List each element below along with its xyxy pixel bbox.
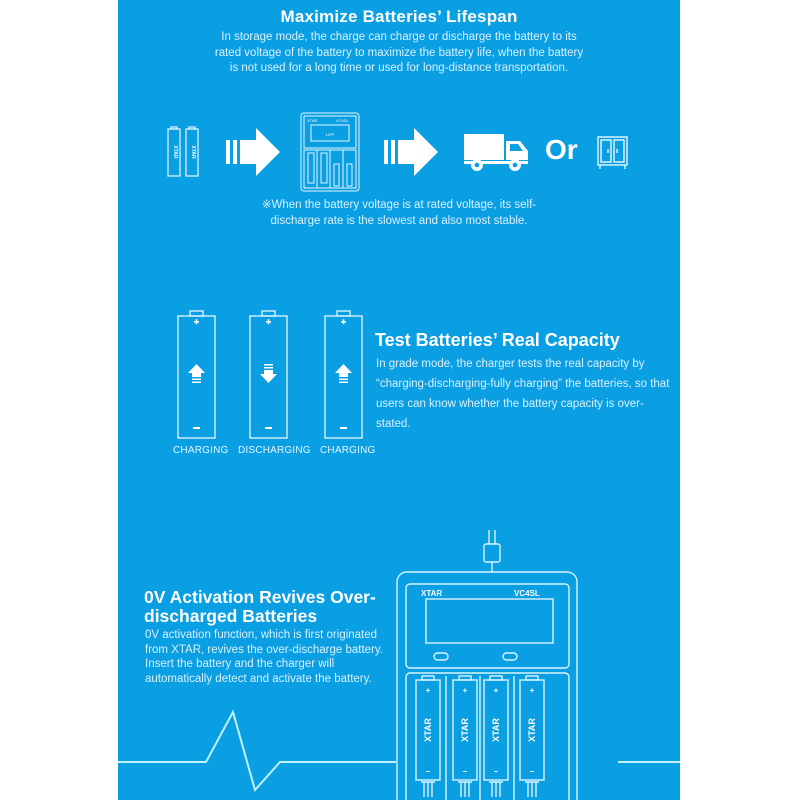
- svg-text:XTAR: XTAR: [460, 718, 470, 742]
- grade-section-body: In grade mode, the charger tests the rea…: [376, 358, 670, 430]
- svg-text:XTAR: XTAR: [307, 118, 317, 123]
- arrow-right-icon: [226, 128, 280, 176]
- battery-pair-icon: XTAR XTAR: [167, 126, 199, 177]
- svg-text:XTAR: XTAR: [423, 718, 433, 742]
- battery-label: DISCHARGING: [238, 445, 311, 456]
- heartbeat-line: [118, 709, 680, 793]
- svg-text:LiFP: LiFP: [326, 132, 335, 137]
- svg-text:–: –: [494, 767, 499, 776]
- battery-label: CHARGING: [320, 445, 376, 456]
- arrow-right-icon: [384, 128, 438, 176]
- battery-charging-icon: [324, 310, 363, 439]
- svg-text:XTAR: XTAR: [491, 718, 501, 742]
- svg-text:XTAR: XTAR: [190, 145, 196, 159]
- svg-text:–: –: [530, 767, 535, 776]
- product-feature-panel: Maximize Batteries’ Lifespan In storage …: [118, 0, 680, 800]
- charger-model: VC4SL: [514, 589, 540, 598]
- svg-text:+: +: [530, 686, 535, 695]
- charger-brand: XTAR: [421, 589, 442, 598]
- charger-illustration: XTAR VC4SL + + + + – – – – XTAR XTAR XTA…: [396, 530, 578, 800]
- battery-discharging-icon: [249, 310, 288, 439]
- svg-text:XTAR: XTAR: [172, 145, 178, 159]
- storage-section-note: ※When the battery voltage is at rated vo…: [261, 199, 537, 227]
- cabinet-icon: [597, 136, 628, 169]
- activation-section-title: 0V Activation Revives Over-discharged Ba…: [144, 587, 376, 626]
- svg-text:VC4SL: VC4SL: [336, 118, 349, 123]
- svg-text:XTAR: XTAR: [527, 718, 537, 742]
- svg-text:+: +: [463, 686, 468, 695]
- battery-charging-icon: [177, 310, 216, 439]
- or-label: Or: [545, 134, 578, 165]
- storage-section-body: In storage mode, the charge can charge o…: [214, 31, 584, 74]
- truck-icon: [464, 134, 528, 171]
- grade-section-title: Test Batteries’ Real Capacity: [375, 330, 620, 350]
- activation-section-body: 0V activation function, which is first o…: [145, 629, 383, 685]
- battery-label: CHARGING: [173, 445, 229, 456]
- charger-icon: XTAR VC4SL LiFP: [300, 112, 360, 192]
- svg-text:+: +: [494, 686, 499, 695]
- storage-section-title: Maximize Batteries’ Lifespan: [280, 7, 518, 26]
- svg-text:–: –: [463, 767, 468, 776]
- svg-text:–: –: [426, 767, 431, 776]
- svg-text:+: +: [426, 686, 431, 695]
